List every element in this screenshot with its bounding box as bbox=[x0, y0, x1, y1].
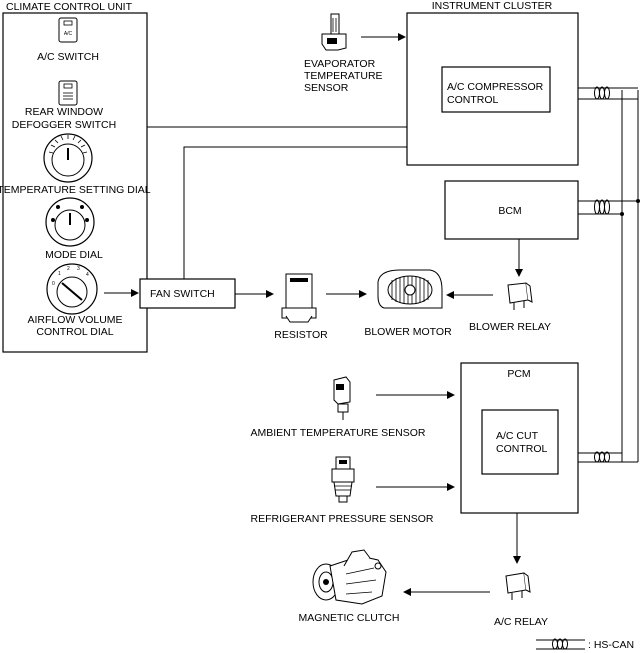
wire-fan-switch-to-cluster bbox=[183, 146, 407, 279]
resistor-label: RESISTOR bbox=[274, 329, 328, 341]
bcm-box bbox=[444, 180, 579, 240]
svg-text:2: 2 bbox=[67, 266, 70, 272]
svg-text:0: 0 bbox=[52, 281, 55, 287]
ac-switch-label: A/C SWITCH bbox=[37, 51, 99, 63]
blower-motor-label: BLOWER MOTOR bbox=[364, 326, 452, 338]
resistor-icon bbox=[281, 273, 317, 323]
evap-label-2: TEMPERATURE bbox=[304, 70, 383, 82]
blower-motor-icon bbox=[377, 269, 443, 309]
evap-label-1: EVAPORATOR bbox=[304, 58, 376, 70]
evap-label-3: SENSOR bbox=[304, 82, 349, 94]
rear-window-label-2: DEFOGGER SWITCH bbox=[12, 119, 116, 131]
ac-icon-text: A/C bbox=[64, 31, 73, 37]
airflow-label-1: AIRFLOW VOLUME bbox=[27, 314, 122, 326]
pcm-title: PCM bbox=[507, 368, 530, 380]
airflow-label-2: CONTROL DIAL bbox=[36, 326, 113, 338]
temperature-dial-icon bbox=[43, 133, 93, 183]
climate-control-unit-title: CLIMATE CONTROL UNIT bbox=[6, 1, 133, 13]
fan-switch-label: FAN SWITCH bbox=[150, 288, 215, 300]
ambient-sensor-label: AMBIENT TEMPERATURE SENSOR bbox=[250, 427, 425, 439]
svg-text:1: 1 bbox=[58, 271, 61, 277]
magnetic-clutch-label: MAGNETIC CLUTCH bbox=[299, 612, 400, 624]
evaporator-sensor-icon bbox=[321, 13, 347, 51]
ambient-sensor-icon bbox=[333, 376, 351, 420]
ac-cut-label-1: A/C CUT bbox=[496, 430, 539, 442]
hs-can-legend-symbol bbox=[536, 638, 585, 650]
ac-switch-icon: A/C bbox=[58, 17, 78, 43]
temp-dial-label: TEMPERATURE SETTING DIAL bbox=[0, 184, 151, 196]
svg-text:3: 3 bbox=[77, 266, 80, 272]
ac-cut-control-box bbox=[481, 409, 559, 475]
blower-relay-label: BLOWER RELAY bbox=[469, 321, 551, 333]
hs-can-legend-label: : HS-CAN bbox=[588, 639, 634, 651]
ac-compressor-label-1: A/C COMPRESSOR bbox=[447, 81, 544, 93]
ac-cut-label-2: CONTROL bbox=[496, 443, 547, 455]
airflow-dial-icon: 01 2 34 bbox=[46, 263, 98, 315]
mode-dial-icon bbox=[45, 197, 95, 247]
ac-relay-label: A/C RELAY bbox=[494, 616, 548, 628]
instrument-cluster-title: INSTRUMENT CLUSTER bbox=[432, 0, 553, 12]
refrigerant-sensor-label: REFRIGERANT PRESSURE SENSOR bbox=[250, 513, 433, 525]
fan-switch-box bbox=[139, 278, 236, 309]
ac-relay-icon bbox=[505, 572, 531, 600]
mode-dial-label: MODE DIAL bbox=[45, 249, 103, 261]
magnetic-clutch-icon bbox=[312, 549, 387, 605]
hs-can-bus bbox=[578, 86, 640, 463]
refrigerant-sensor-icon bbox=[331, 456, 355, 503]
rear-window-label-1: REAR WINDOW bbox=[25, 106, 103, 118]
svg-text:4: 4 bbox=[86, 272, 89, 278]
ac-compressor-control-box bbox=[441, 66, 551, 113]
blower-relay-icon bbox=[507, 282, 533, 310]
ac-compressor-label-2: CONTROL bbox=[447, 94, 498, 106]
bcm-label: BCM bbox=[498, 205, 521, 217]
rear-defogger-switch-icon bbox=[58, 80, 78, 106]
